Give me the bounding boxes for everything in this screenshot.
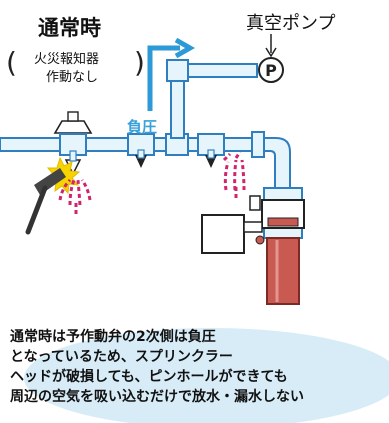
main-pipe: [0, 133, 267, 156]
air-suction-right: [222, 151, 246, 198]
title-normal-state: 通常時: [38, 16, 101, 40]
description-line-1: 通常時は予作動弁の2次側は負圧: [10, 329, 216, 345]
description-line-4: 周辺の空気を吸い込むだけで放水・漏水しない: [10, 389, 304, 405]
air-suction-left: [58, 178, 92, 214]
vacuum-pump-label: 真空ポンプ: [246, 13, 336, 34]
elbow-and-riser: [251, 131, 303, 305]
subtitle-line-2: 作動なし: [46, 70, 99, 85]
description-highlight: [24, 328, 389, 423]
subtitle-line-1: 火災報知器: [34, 52, 100, 67]
description-line-3: ヘッドが破損しても、ピンホールができても: [10, 369, 288, 385]
description-line-2: となっているため、スプリンクラー: [10, 349, 233, 365]
vacuum-pump-icon: [258, 34, 284, 83]
flow-arrow-icon: [147, 37, 196, 111]
hammer-icon: [25, 168, 66, 235]
sprinkler-head-icon: [64, 149, 217, 176]
valve-icon: [201, 195, 305, 254]
pump-symbol: P: [265, 61, 277, 80]
description: 通常時は予作動弁の2次側は負圧 となっているため、スプリンクラー ヘッドが破損し…: [10, 327, 304, 407]
left-bracket: (: [6, 46, 17, 79]
right-bracket: ): [134, 46, 145, 79]
vacuum-line: [166, 59, 258, 139]
smoke-detector-icon: [53, 111, 93, 134]
negative-pressure-label: 負圧: [127, 118, 158, 136]
